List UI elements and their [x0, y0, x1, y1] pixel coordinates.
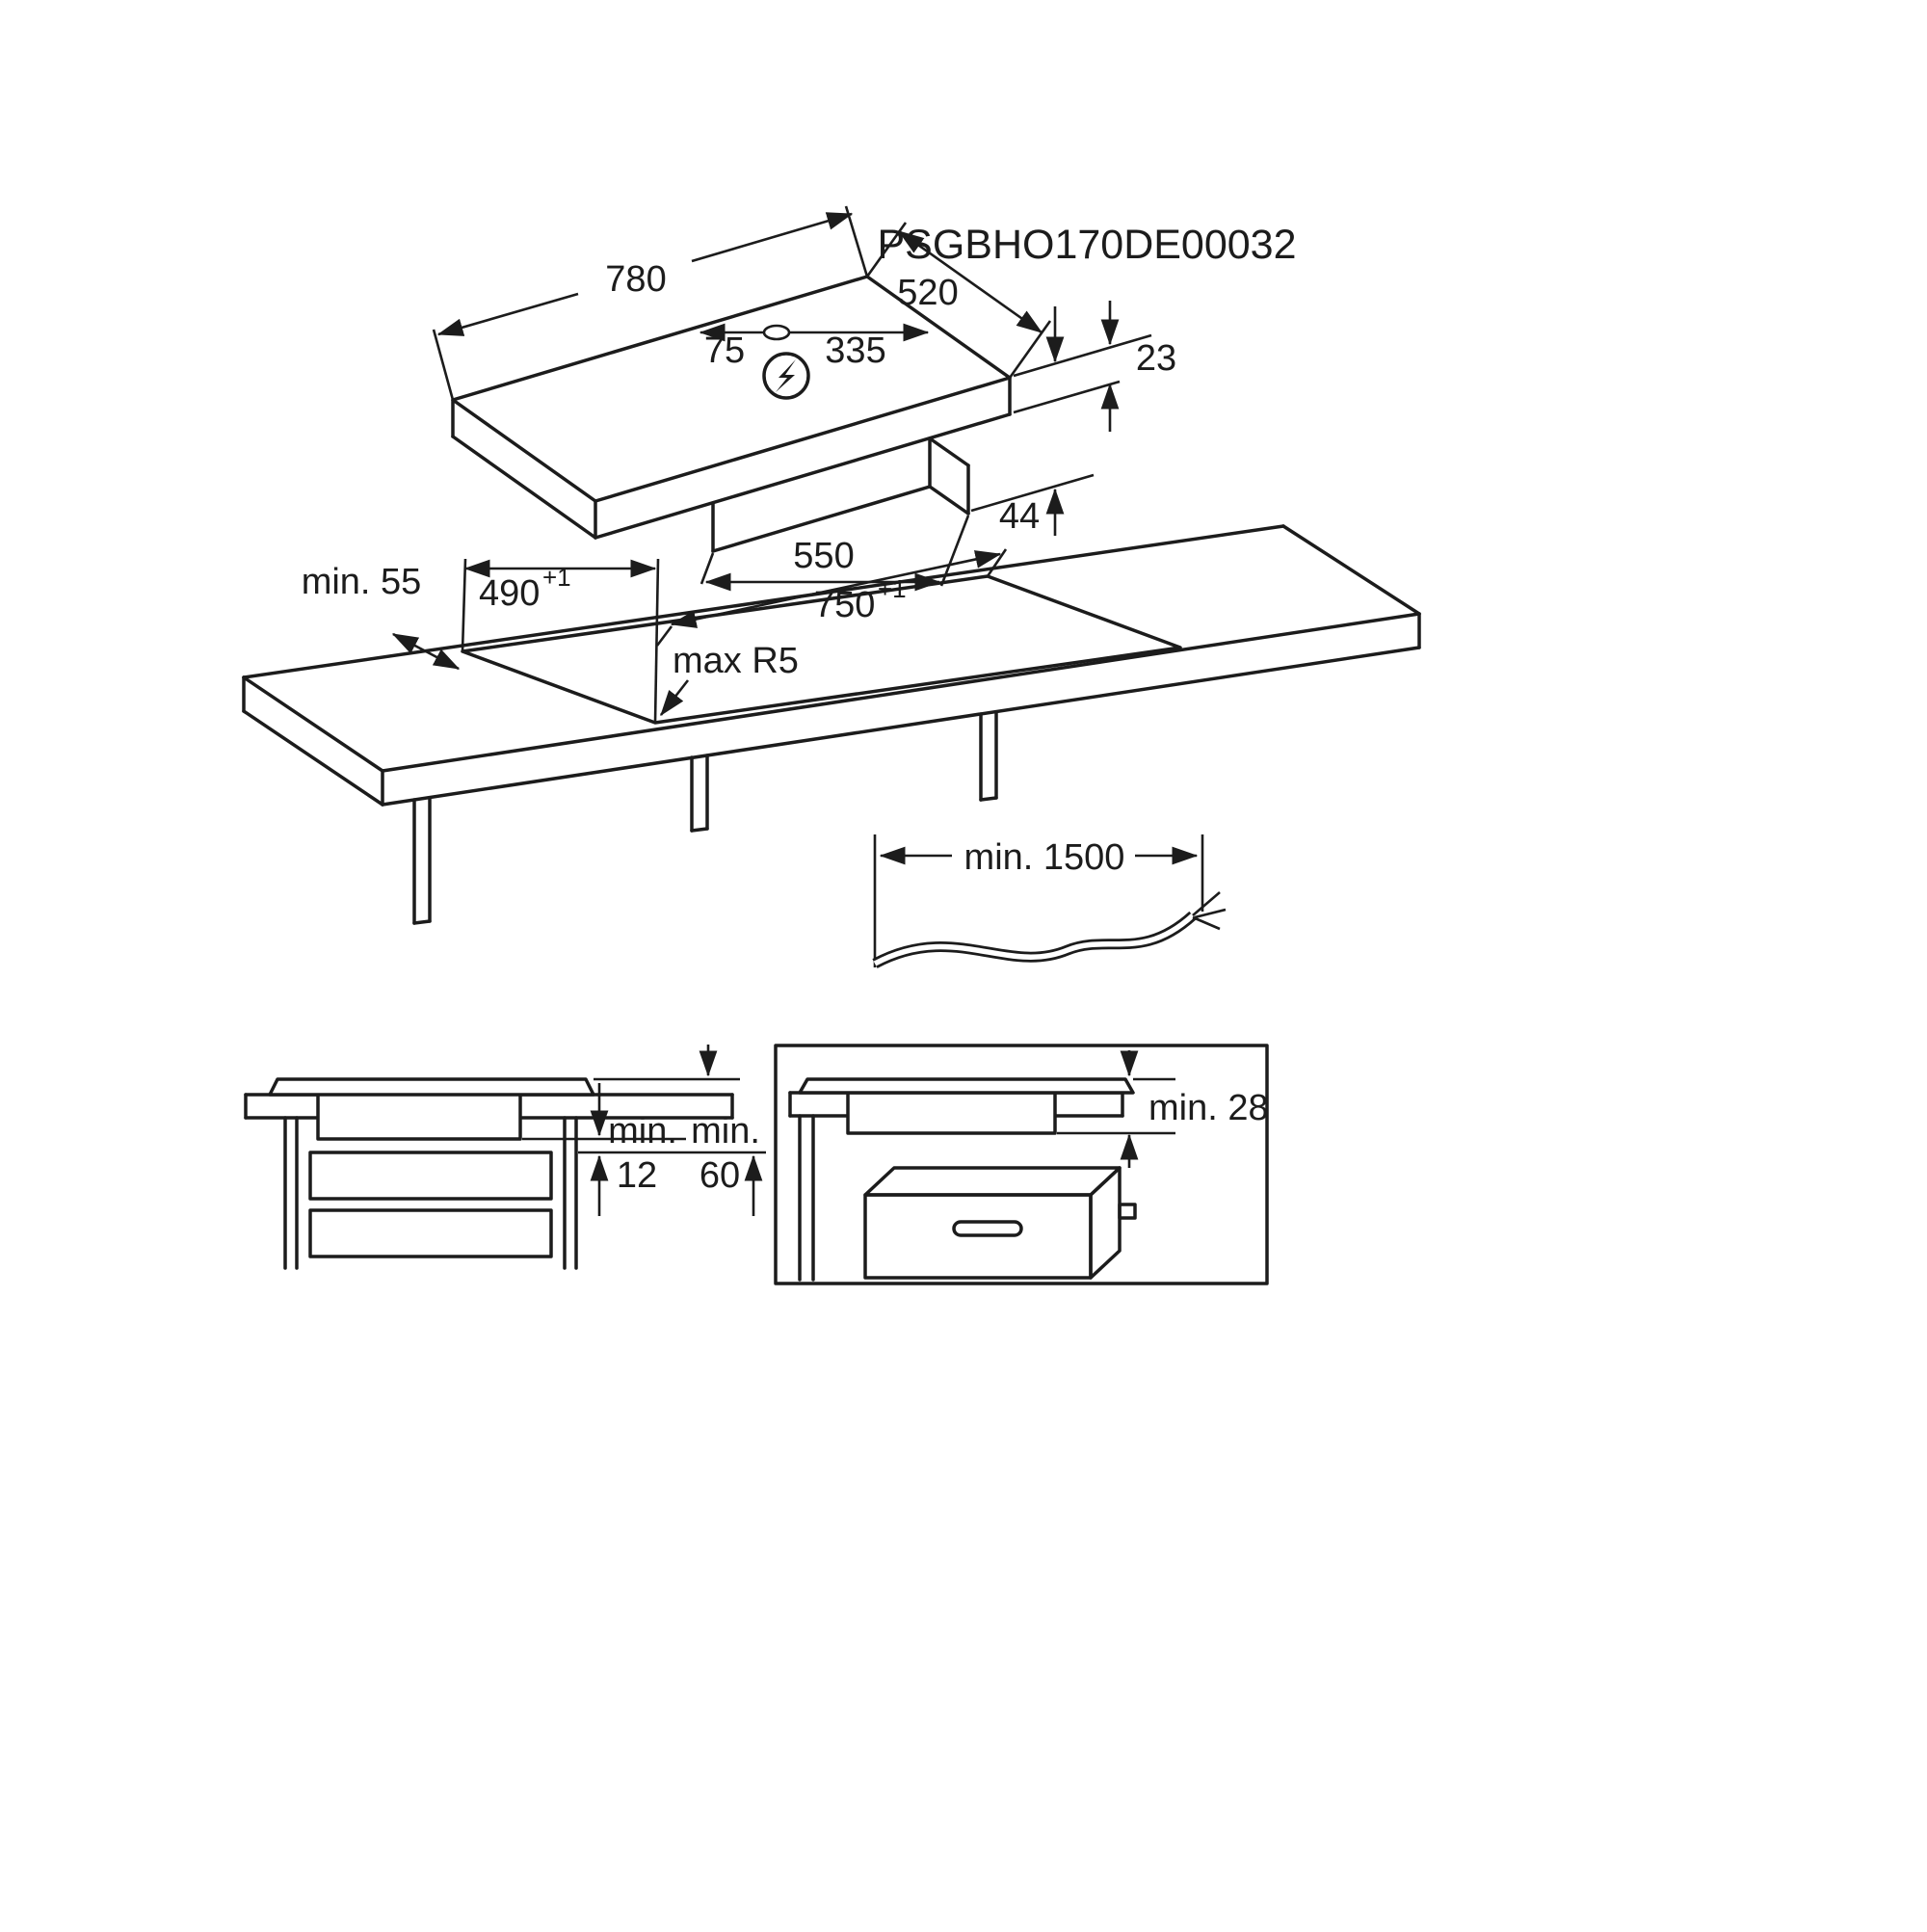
- power-connection-icon: [762, 352, 810, 400]
- cutout-width-tolerance-label: +1: [878, 574, 907, 603]
- oven-clearance-dimension: min. 28: [1057, 1050, 1269, 1168]
- cable-hole: [762, 324, 791, 341]
- cabinet-panel-left: [798, 1114, 815, 1282]
- side-section-view: min. 12 min. 60: [244, 1045, 766, 1270]
- dim-rear-clearance: min. 55: [302, 562, 461, 671]
- hob-body-section: [316, 1091, 522, 1141]
- dim-rim-height: 23: [1013, 301, 1176, 432]
- cutout-dimensions: 490 +1 750 +1 min. 55 max R5: [302, 548, 1008, 724]
- dim-box-depth: 44: [970, 306, 1095, 537]
- drawer-lower: [308, 1208, 553, 1258]
- shelf-clearance-value-label: 60: [700, 1155, 740, 1196]
- cable-hole-offset-label: 75: [704, 331, 745, 371]
- worktop-perspective-view: [242, 524, 1421, 925]
- worktop-legs: [412, 710, 998, 925]
- lightning-bolt-icon: [776, 359, 796, 392]
- hob-isometric-view: [451, 275, 1012, 553]
- dim-cable-hole: 75 335: [699, 323, 930, 400]
- oven-knob: [1118, 1203, 1137, 1220]
- box-width-label: 550: [793, 536, 854, 576]
- hob-depth-label: 520: [897, 273, 958, 313]
- oven-section-frame: [774, 1044, 1269, 1285]
- hob-width-label: 780: [605, 259, 666, 300]
- hob-glass-section-right: [798, 1077, 1135, 1095]
- oven-handle: [952, 1220, 1023, 1237]
- rear-clearance-label: min. 55: [302, 562, 422, 602]
- dim-cutout-width: 750 +1: [655, 548, 1008, 647]
- cutout-depth-label: 490: [479, 573, 540, 614]
- box-depth-label: 44: [999, 496, 1040, 537]
- oven-section-view: min. 28: [774, 1044, 1269, 1285]
- cutout-depth-tolerance-label: +1: [542, 563, 571, 592]
- rim-height-label: 23: [1136, 338, 1176, 379]
- built-under-oven: [863, 1166, 1137, 1280]
- hob-body-section-right: [846, 1091, 1057, 1135]
- hob-glass-section: [268, 1077, 595, 1097]
- cable-fray: [1192, 891, 1227, 931]
- cabinet-panels: [283, 1116, 578, 1270]
- shelf-clearance-word-label: min.: [691, 1111, 760, 1151]
- drawer-upper: [308, 1151, 553, 1201]
- dim-box-width: 550: [700, 515, 970, 592]
- cable-hole-span-label: 335: [825, 331, 885, 371]
- hob-underbox: [711, 437, 970, 553]
- dim-corner-radius: max R5: [659, 641, 799, 717]
- cutout-width-label: 750: [814, 585, 875, 625]
- side-section-dimensions: min. 12 min. 60: [522, 1045, 766, 1216]
- hob-clearance-word-label: min.: [608, 1111, 677, 1151]
- dim-hob-depth: 520: [865, 222, 1052, 379]
- dim-cutout-depth: 490 +1: [461, 558, 660, 724]
- hob-clearance-value-label: 12: [617, 1155, 657, 1196]
- cable-length-view: min. 1500: [872, 834, 1227, 968]
- dim-hob-width: 780: [432, 205, 869, 401]
- cable-length-label: min. 1500: [964, 837, 1125, 878]
- corner-radius-label: max R5: [673, 641, 799, 681]
- oven-clearance-label: min. 28: [1148, 1088, 1269, 1128]
